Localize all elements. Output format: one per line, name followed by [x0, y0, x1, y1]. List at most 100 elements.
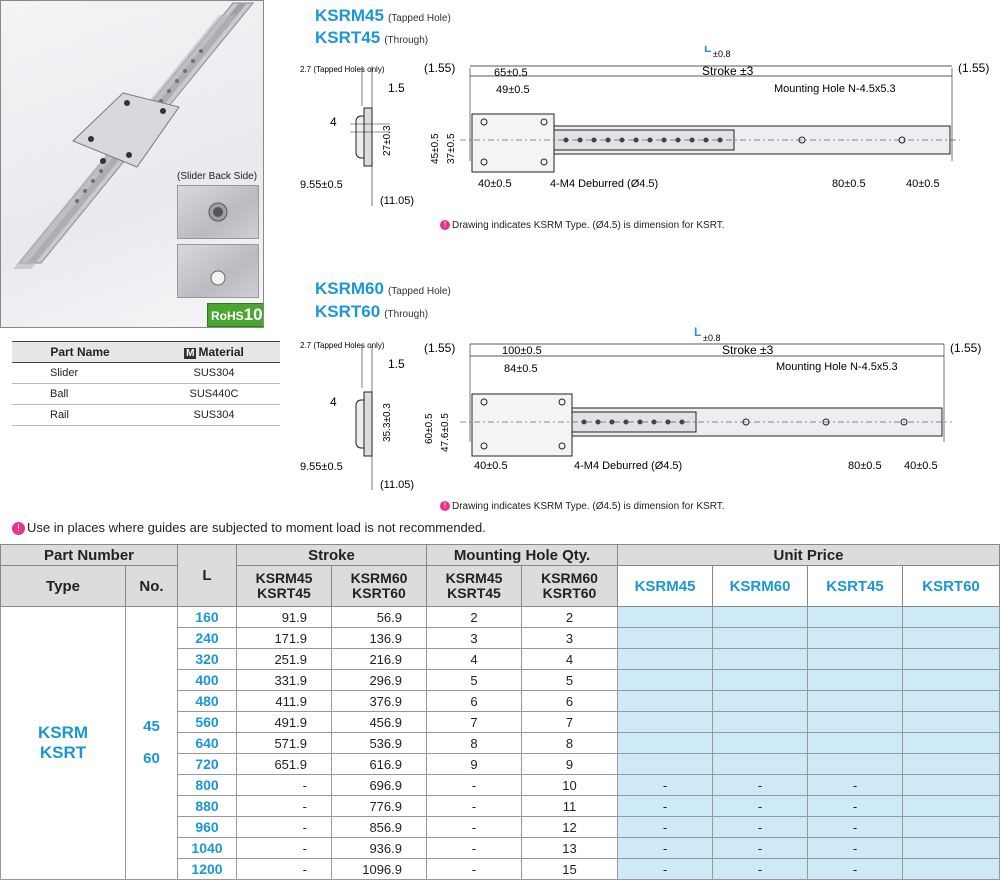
slide-rail-illustration — [13, 2, 255, 269]
d2-dim-155r: (1.55) — [950, 341, 981, 355]
price-cell: - — [617, 774, 713, 796]
price-cell — [712, 669, 808, 691]
qty60-cell: 15 — [521, 858, 618, 880]
drawing2-title-ksrm60: KSRM60(Tapped Hole) — [315, 279, 451, 298]
price-cell — [901, 837, 1000, 859]
part-number-header: Part Number — [0, 544, 178, 566]
price-cell — [901, 816, 1000, 838]
d1-L: L — [704, 46, 711, 55]
price-cell: - — [712, 795, 808, 817]
qty45-cell: 2 — [426, 606, 522, 628]
slider-back-thumbnail-1 — [177, 185, 259, 239]
d2-stroke: Stroke ±3 — [722, 343, 774, 357]
price-cell — [901, 732, 1000, 754]
qty45-cell: 6 — [426, 690, 522, 712]
drawing2-technical-drawing: 2.7 (Tapped Holes only) 1.5 4 35.3±0.3 9… — [300, 325, 981, 491]
price-cell: - — [712, 774, 808, 796]
L-cell: 880 — [177, 795, 237, 817]
qty45-cell: 9 — [426, 753, 522, 775]
d2-dim-80: 80±0.5 — [848, 460, 882, 472]
qty60-cell: 4 — [521, 648, 618, 670]
qty45-cell: - — [426, 837, 522, 859]
d2-dim-height: 60±0.5 — [424, 413, 435, 444]
L-cell: 560 — [177, 711, 237, 733]
stroke60-cell: 936.9 — [331, 837, 427, 859]
price-cell — [807, 648, 903, 670]
L-cell: 400 — [177, 669, 237, 691]
L-cell: 800 — [177, 774, 237, 796]
price-cell — [901, 711, 1000, 733]
d2-dim-pitch: 100±0.5 — [502, 345, 542, 357]
qty60-cell: 13 — [521, 837, 618, 859]
price-cell: - — [712, 858, 808, 880]
d2-tapped: 4-M4 Deburred (Ø4.5) — [574, 460, 682, 472]
d2-dim-inner: 84±0.5 — [504, 363, 538, 375]
price-cell — [617, 753, 713, 775]
type-header: Type — [0, 565, 126, 607]
qty45-cell: - — [426, 816, 522, 838]
price-cell: - — [807, 837, 903, 859]
price-col-ksrm45: KSRM45 — [617, 565, 713, 607]
drawing1-title-ksrm45: KSRM45(Tapped Hole) — [315, 6, 451, 25]
price-cell — [712, 753, 808, 775]
L-cell: 1200 — [177, 858, 237, 880]
d1-stroke: Stroke ±3 — [702, 64, 754, 78]
stroke45-cell: 411.9 — [236, 690, 332, 712]
stroke45-cell: - — [236, 795, 332, 817]
d2-mounting: Mounting Hole N-4.5x5.3 — [776, 361, 898, 373]
d1-dim-height2: 37±0.5 — [446, 133, 457, 164]
price-cell — [807, 732, 903, 754]
drawing2-note: !Drawing indicates KSRM Type. (Ø4.5) is … — [440, 501, 725, 512]
L-cell: 160 — [177, 606, 237, 628]
price-cell: - — [807, 795, 903, 817]
table-row: 960-856.9-12--- — [1, 816, 1000, 838]
price-col-ksrt45: KSRT45 — [807, 565, 903, 607]
price-cell — [807, 606, 903, 628]
price-cell — [807, 753, 903, 775]
slider-back-thumbnail-2 — [177, 244, 259, 298]
stroke60-cell: 296.9 — [331, 669, 427, 691]
price-cell: - — [712, 837, 808, 859]
price-cell — [901, 669, 1000, 691]
price-cell — [617, 690, 713, 712]
price-cell — [617, 711, 713, 733]
price-cell — [807, 669, 903, 691]
L-cell: 960 — [177, 816, 237, 838]
qty60-cell: 9 — [521, 753, 618, 775]
stroke-header: Stroke — [236, 544, 427, 566]
price-cell — [712, 690, 808, 712]
price-cell — [901, 774, 1000, 796]
price-cell — [807, 627, 903, 649]
d1-dim-pitch: 65±0.5 — [494, 67, 528, 79]
d1-dim-27: 2.7 (Tapped Holes only) — [300, 65, 385, 74]
qty60-cell: 7 — [521, 711, 618, 733]
d1-L-tol: ±0.8 — [713, 49, 730, 59]
no-header: No. — [125, 565, 178, 607]
price-cell — [617, 627, 713, 649]
qty45-cell: - — [426, 795, 522, 817]
price-cell: - — [807, 858, 903, 880]
stroke60-cell: 136.9 — [331, 627, 427, 649]
qty60-cell: 6 — [521, 690, 618, 712]
qty45-cell: 4 — [426, 648, 522, 670]
pin-icon: ! — [440, 501, 450, 512]
price-cell: - — [617, 795, 713, 817]
price-cell — [617, 669, 713, 691]
stroke45-cell: - — [236, 774, 332, 796]
qty60-cell: 10 — [521, 774, 618, 796]
rohs-badge: RoHS10 — [207, 303, 263, 327]
L-cell: 320 — [177, 648, 237, 670]
d1-dim-155r: (1.55) — [958, 61, 989, 75]
L-cell: 720 — [177, 753, 237, 775]
stroke45-cell: 491.9 — [236, 711, 332, 733]
d2-dim-955: 9.55±0.5 — [300, 461, 343, 473]
price-cell: - — [617, 837, 713, 859]
